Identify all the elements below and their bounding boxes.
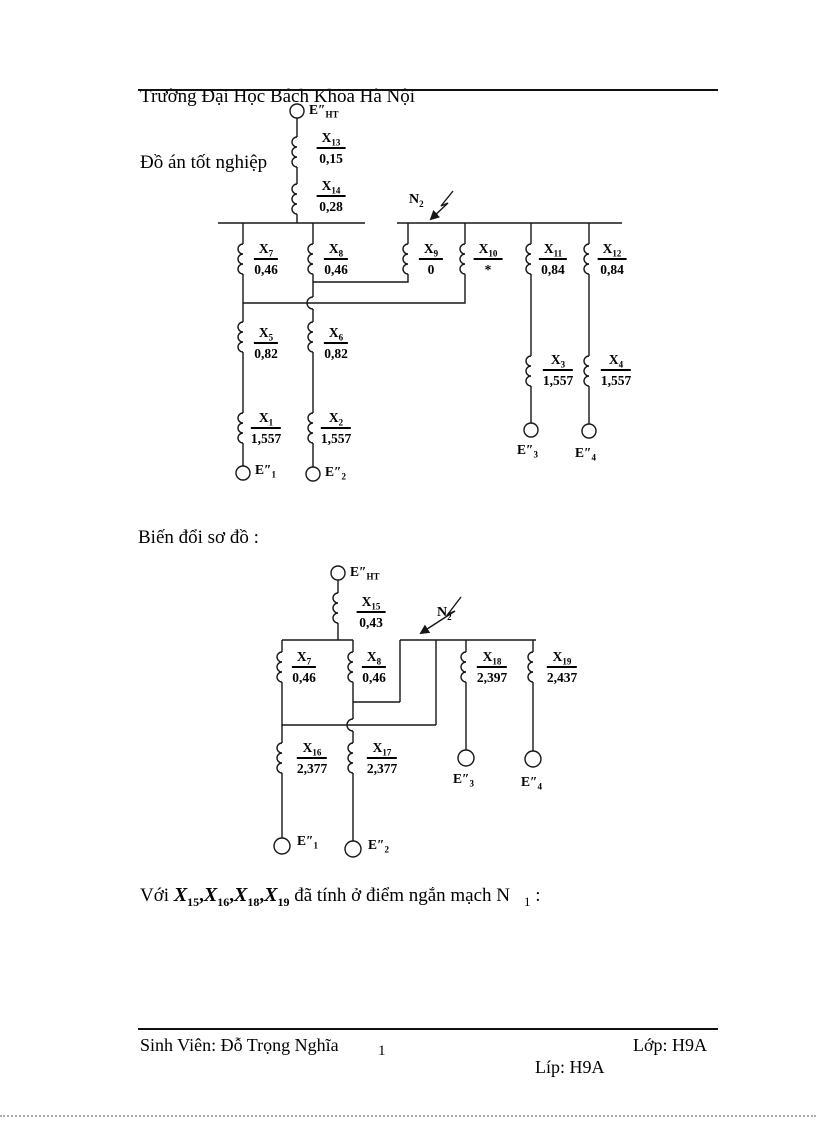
- d2-terminal-e3: [457, 749, 475, 767]
- d2-fault-bolt-icon: [419, 596, 462, 635]
- d2-source-terminals: [273, 565, 542, 858]
- d1-coil-x3: [525, 355, 532, 387]
- d1-coil-x11: [525, 243, 532, 275]
- source-label-e3-d2: E″3: [453, 771, 474, 789]
- source-label-e2-d2: E″2: [368, 837, 389, 855]
- d1-coil-x2: [307, 412, 314, 444]
- d1-terminal-e4: [581, 423, 597, 439]
- footer-page-number: 1: [378, 1043, 386, 1059]
- d1-terminal-e1: [235, 465, 251, 481]
- d1-terminal-e2: [305, 466, 321, 482]
- d1-terminal-e3: [523, 422, 539, 438]
- reactance-label-x10: X10*: [473, 241, 503, 276]
- header-line-1: Trường Đại Học Bách Khoa Hà Nội: [140, 86, 416, 107]
- source-label-e4-d1: E″4: [575, 445, 596, 463]
- d2-coil-x8: [347, 651, 354, 683]
- d1-terminal-eht: [289, 103, 305, 119]
- d2-riser-2: [282, 640, 437, 726]
- d2-coil-x15: [332, 592, 339, 624]
- source-label-eht-d2: E″HT: [350, 564, 380, 582]
- diagram1-wires: [218, 103, 622, 482]
- d1-coil-x10: [459, 243, 466, 275]
- d2-coil-x19: [527, 651, 534, 683]
- d1-fault-bolt-icon: [429, 190, 454, 221]
- transform-heading: Biến đổi sơ đồ :: [138, 527, 259, 548]
- note-x19: X19: [264, 884, 290, 909]
- source-label-e2-d1: E″2: [325, 464, 346, 482]
- note-text: Với X15,X16,X18,X19 đã tính ở điểm ngắn …: [140, 884, 541, 909]
- source-label-e4-d2: E″4: [521, 774, 542, 792]
- note-x18: X18: [234, 884, 260, 909]
- d1-coil-x7: [237, 243, 244, 275]
- d2-terminal-e1: [273, 837, 291, 855]
- note-x15: X15: [173, 884, 200, 909]
- footer-rule: [138, 1028, 718, 1030]
- header-line-2: Đồ án tốt nghiệp: [140, 152, 268, 173]
- d2-coil-x7: [276, 651, 283, 683]
- d2-riser-1: [353, 640, 401, 703]
- footer-class-center: Líp: H9A: [535, 1057, 605, 1077]
- d2-coil-x16: [276, 742, 283, 774]
- page-header: Trường Đại Học Bách Khoa Hà Nội Đồ án tố…: [140, 42, 415, 218]
- bottom-dotted-divider: [0, 1115, 816, 1117]
- note-x16: X16: [203, 884, 230, 909]
- source-label-eht-d1: E″HT: [309, 102, 339, 120]
- d1-coil-x8: [307, 243, 314, 275]
- d1-coil-x12: [583, 243, 590, 275]
- footer-class-right: Lớp: H9A: [633, 1035, 708, 1055]
- source-label-e3-d1: E″3: [517, 442, 538, 460]
- d1-coil-x4: [583, 355, 590, 387]
- diagram2-wires: [273, 565, 542, 858]
- d1-coil-x9: [402, 243, 409, 275]
- footer-student: Sinh Viên: Đỗ Trọng Nghĩa: [140, 1035, 339, 1055]
- fault-label-n2-d2: N2: [437, 605, 452, 622]
- d1-source-terminals: [235, 103, 597, 482]
- source-label-e1-d2: E″1: [297, 833, 318, 851]
- fault-label-n2-d1: N2: [409, 192, 424, 209]
- header-rule: [138, 89, 718, 91]
- d1-coil-x5: [237, 321, 244, 353]
- d2-coil-x18: [460, 651, 467, 683]
- source-label-e1-d1: E″1: [255, 462, 276, 480]
- d1-coil-x14: [291, 183, 298, 215]
- d1-branch-d: [243, 223, 466, 304]
- d2-terminal-eht: [330, 565, 346, 581]
- d2-terminal-e2: [344, 840, 362, 858]
- d1-coil-x1: [237, 412, 244, 444]
- d2-terminal-e4: [524, 750, 542, 768]
- d1-coil-x13: [291, 136, 298, 168]
- d1-coil-x6: [307, 321, 314, 353]
- d1-branch-c: [313, 223, 409, 283]
- d2-coil-x17: [347, 742, 354, 774]
